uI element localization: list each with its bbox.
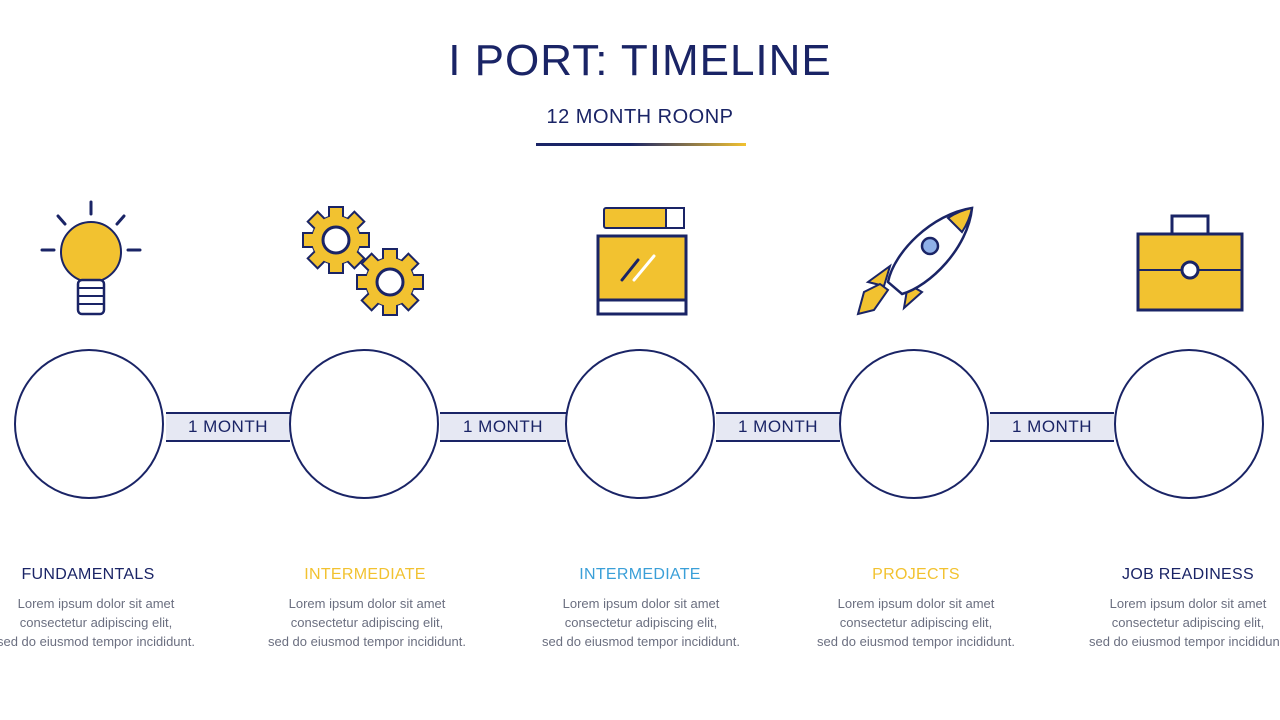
stage-description-line: Lorem ipsum dolor sit amet xyxy=(288,596,446,611)
timeline-node xyxy=(289,349,439,499)
stage-description-line: sed do eiusmod tempor incididunt. xyxy=(267,634,466,649)
stage-title: INTERMEDIATE xyxy=(304,566,426,583)
timeline-connector: 1 MONTH xyxy=(990,412,1114,442)
stage-title: JOB READINESS xyxy=(1122,566,1254,583)
timeline-connector: 1 MONTH xyxy=(716,412,840,442)
timeline-node xyxy=(565,349,715,499)
stage-title: PROJECTS xyxy=(872,566,960,583)
timeline-node xyxy=(1114,349,1264,499)
stage-description-line: consectetur adipiscing elit, xyxy=(1111,615,1265,630)
stage-description-line: consectetur adipiscing elit, xyxy=(839,615,993,630)
stage-description: Lorem ipsum dolor sit amet consectetur a… xyxy=(1078,594,1280,651)
title-underline xyxy=(536,143,746,146)
stage-description-line: consectetur adipiscing elit, xyxy=(19,615,173,630)
stage-description-line: consectetur adipiscing elit, xyxy=(290,615,444,630)
rocket-icon xyxy=(856,206,974,316)
stage-description-line: Lorem ipsum dolor sit amet xyxy=(17,596,175,611)
stage-description: Lorem ipsum dolor sit amet consectetur a… xyxy=(806,594,1026,651)
stage-description-line: sed do eiusmod tempor incididunt. xyxy=(541,634,740,649)
lightbulb-icon xyxy=(40,200,142,316)
stage-description-line: consectetur adipiscing elit, xyxy=(564,615,718,630)
stage-description-line: Lorem ipsum dolor sit amet xyxy=(837,596,995,611)
stage-description-line: sed do eiusmod tempor incididunt. xyxy=(0,634,195,649)
stage-title: INTERMEDIATE xyxy=(579,566,701,583)
stage-description-line: sed do eiusmod tempor incididunt. xyxy=(1088,634,1280,649)
page-subtitle: 12 MONTH ROONP xyxy=(546,106,734,128)
book-icon xyxy=(596,207,688,316)
stage-description-line: Lorem ipsum dolor sit amet xyxy=(1109,596,1267,611)
timeline-connector: 1 MONTH xyxy=(166,412,290,442)
gears-icon xyxy=(302,206,424,316)
stage-description-line: sed do eiusmod tempor incididunt. xyxy=(816,634,1015,649)
briefcase-icon xyxy=(1136,214,1244,312)
stage-title: FUNDAMENTALS xyxy=(21,566,155,583)
timeline-connector: 1 MONTH xyxy=(440,412,566,442)
stage-description: Lorem ipsum dolor sit amet consectetur a… xyxy=(257,594,477,651)
page-title: I PORT: TIMELINE xyxy=(448,36,832,85)
stage-description: Lorem ipsum dolor sit amet consectetur a… xyxy=(531,594,751,651)
timeline-node xyxy=(14,349,164,499)
stage-description: Lorem ipsum dolor sit amet consectetur a… xyxy=(0,594,206,651)
timeline-node xyxy=(839,349,989,499)
stage-description-line: Lorem ipsum dolor sit amet xyxy=(562,596,720,611)
